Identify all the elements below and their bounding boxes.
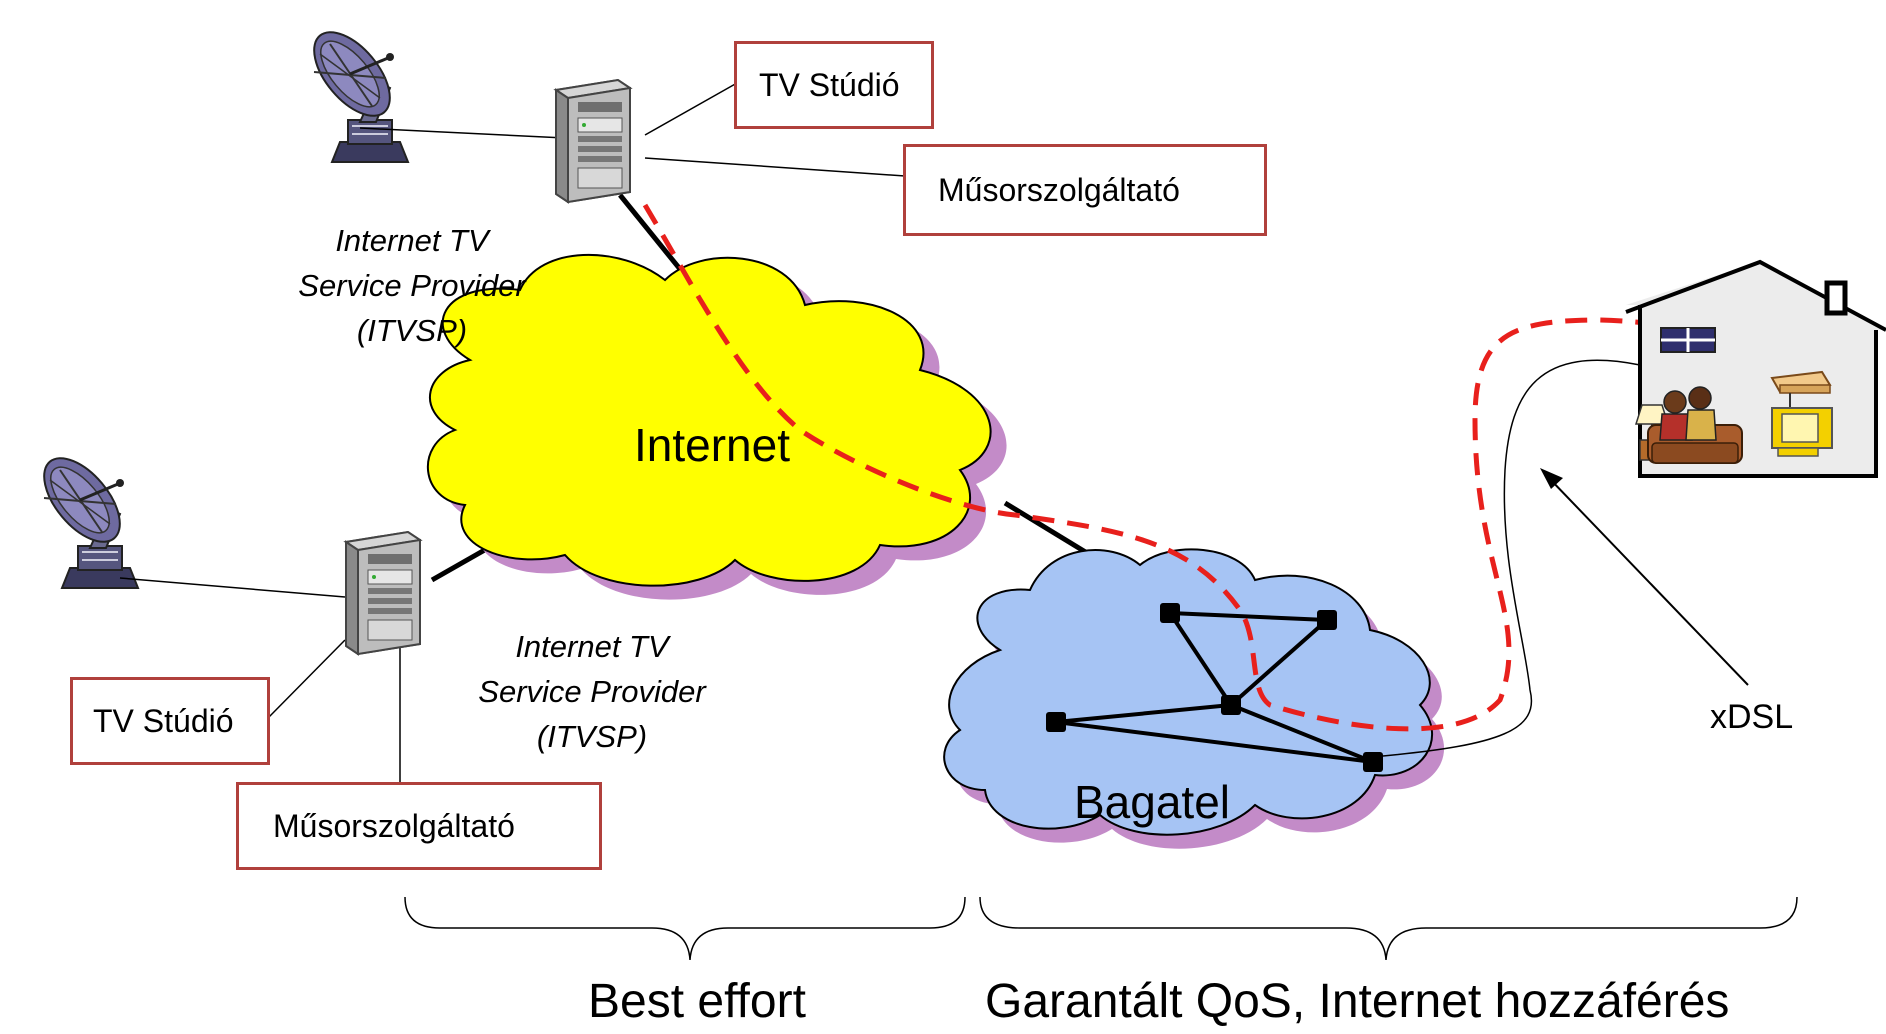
tv-studio-label: TV Stúdió [93, 702, 234, 739]
best-effort-label: Best effort [588, 975, 806, 1028]
house-icon [1625, 259, 1886, 478]
broadcaster-label: Műsorszolgáltató [938, 171, 1180, 208]
guaranteed-qos-label: Garantált QoS, Internet hozzáférés [985, 975, 1730, 1028]
bagatel-network-links [1055, 611, 1374, 764]
brace-best-effort [404, 896, 966, 961]
satellite-dish-icon [28, 443, 140, 590]
xdsl-label: xDSL [1710, 698, 1794, 736]
brace-guaranteed [979, 896, 1798, 961]
tv-studio-label: TV Stúdió [759, 66, 900, 103]
provider-links-bottom [119, 577, 401, 783]
network-node [1046, 712, 1066, 732]
itvsp-label: Internet TV Service Provider (ITVSP) [298, 223, 526, 348]
tv-studio-box: TV Stúdió [734, 41, 934, 129]
tv-studio-box: TV Stúdió [70, 677, 270, 765]
server-icon [345, 531, 421, 655]
xdsl-arrow [1540, 468, 1749, 686]
network-node [1363, 752, 1383, 772]
broadcaster-box: Műsorszolgáltató [903, 144, 1267, 236]
server-icon [555, 79, 631, 203]
broadcaster-box: Műsorszolgáltató [236, 782, 602, 870]
network-node [1317, 610, 1337, 630]
bagatel-cloud-label: Bagatel [1074, 776, 1231, 828]
internet-cloud-label: Internet [634, 419, 790, 471]
network-node [1160, 603, 1180, 623]
satellite-dish-icon [298, 17, 410, 164]
bagatel-nodes [1046, 603, 1383, 772]
access-line [1382, 359, 1641, 757]
broadcaster-label: Műsorszolgáltató [273, 807, 515, 844]
itvsp-label: Internet TV Service Provider (ITVSP) [478, 629, 706, 754]
network-node [1221, 695, 1241, 715]
internet-cloud [427, 254, 1007, 600]
stream-path [642, 203, 1801, 732]
provider-links-top [359, 82, 906, 177]
